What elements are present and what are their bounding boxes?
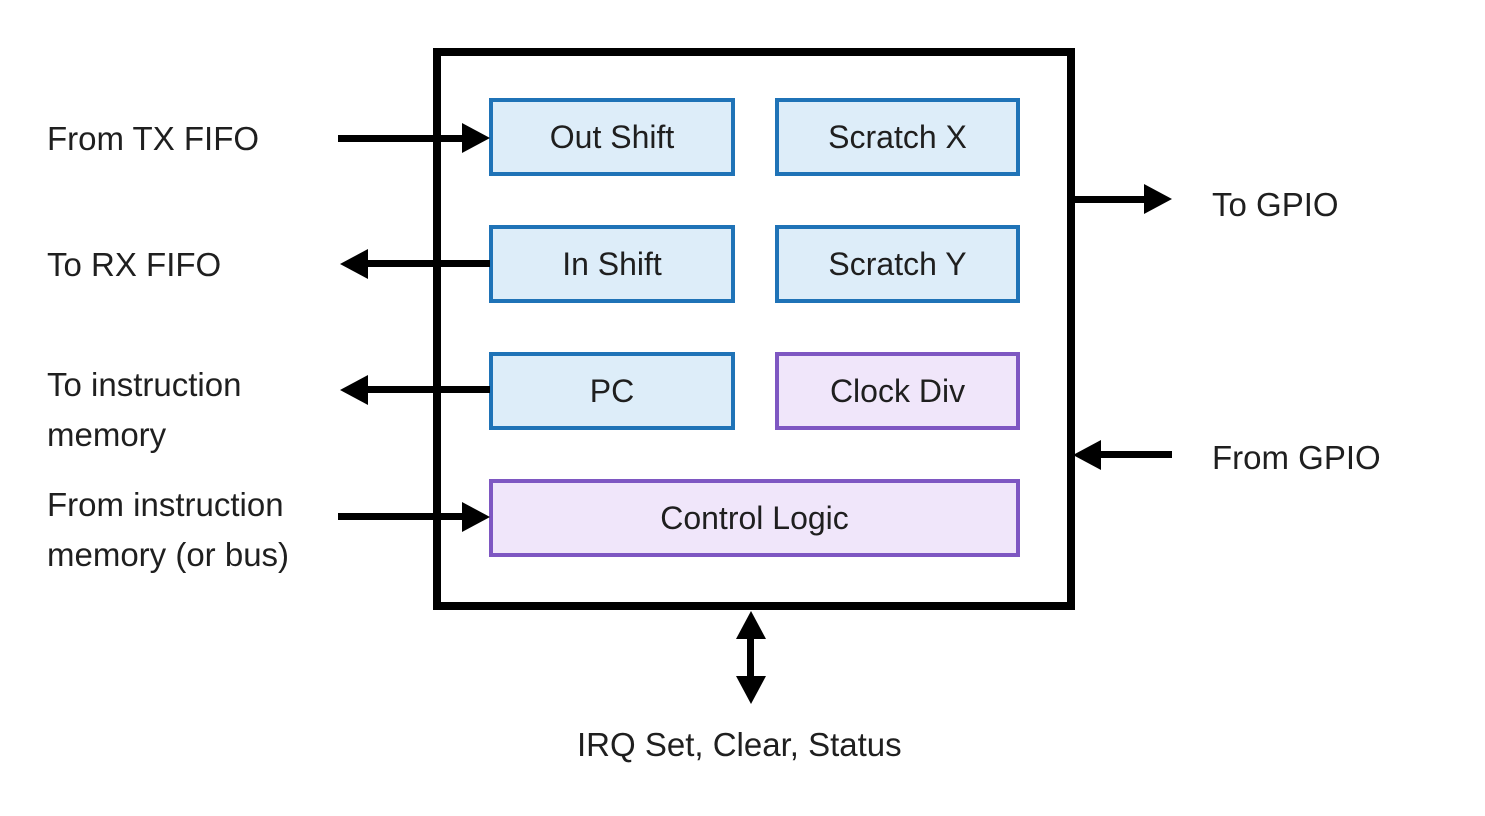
arrowhead-left-icon (340, 249, 368, 279)
arrow-from-gpio-line (1100, 451, 1172, 458)
block-out-shift: Out Shift (489, 98, 735, 176)
arrowhead-left-icon (340, 375, 368, 405)
block-control-logic-label: Control Logic (660, 499, 849, 536)
label-to-instruction-memory: To instruction memory (47, 366, 242, 453)
block-in-shift: In Shift (489, 225, 735, 303)
arrowhead-right-icon (462, 123, 490, 153)
arrow-to-rx-fifo-line (367, 260, 490, 267)
block-pc-label: PC (589, 372, 635, 409)
arrowhead-up-icon (736, 611, 766, 639)
label-from-gpio: From GPIO (1212, 439, 1381, 476)
arrowhead-right-icon (1144, 184, 1172, 214)
label-from-instruction-memory: From instruction memory (or bus) (47, 486, 290, 573)
block-scratch-y-label: Scratch Y (828, 245, 967, 282)
arrow-from-instruction-memory-line (338, 513, 463, 520)
block-scratch-y: Scratch Y (775, 225, 1020, 303)
arrowhead-down-icon (736, 676, 766, 704)
block-out-shift-label: Out Shift (549, 118, 675, 155)
label-to-gpio: To GPIO (1212, 186, 1339, 223)
label-irq-set-clear-status: IRQ Set, Clear, Status (577, 726, 902, 763)
arrowhead-left-icon (1073, 440, 1101, 470)
label-to-rx-fifo: To RX FIFO (47, 246, 222, 283)
block-pc: PC (489, 352, 735, 430)
arrow-from-tx-fifo-line (338, 135, 463, 142)
label-from-tx-fifo: From TX FIFO (47, 120, 260, 157)
block-clock-div-label: Clock Div (829, 372, 966, 409)
arrowhead-right-icon (462, 502, 490, 532)
block-control-logic: Control Logic (489, 479, 1020, 557)
arrow-to-instruction-memory-line (367, 386, 490, 393)
arrow-irq-line (747, 636, 754, 680)
block-scratch-x: Scratch X (775, 98, 1020, 176)
block-clock-div: Clock Div (775, 352, 1020, 430)
block-scratch-x-label: Scratch X (828, 118, 967, 155)
block-in-shift-label: In Shift (562, 245, 662, 282)
arrow-to-gpio-line (1071, 196, 1145, 203)
